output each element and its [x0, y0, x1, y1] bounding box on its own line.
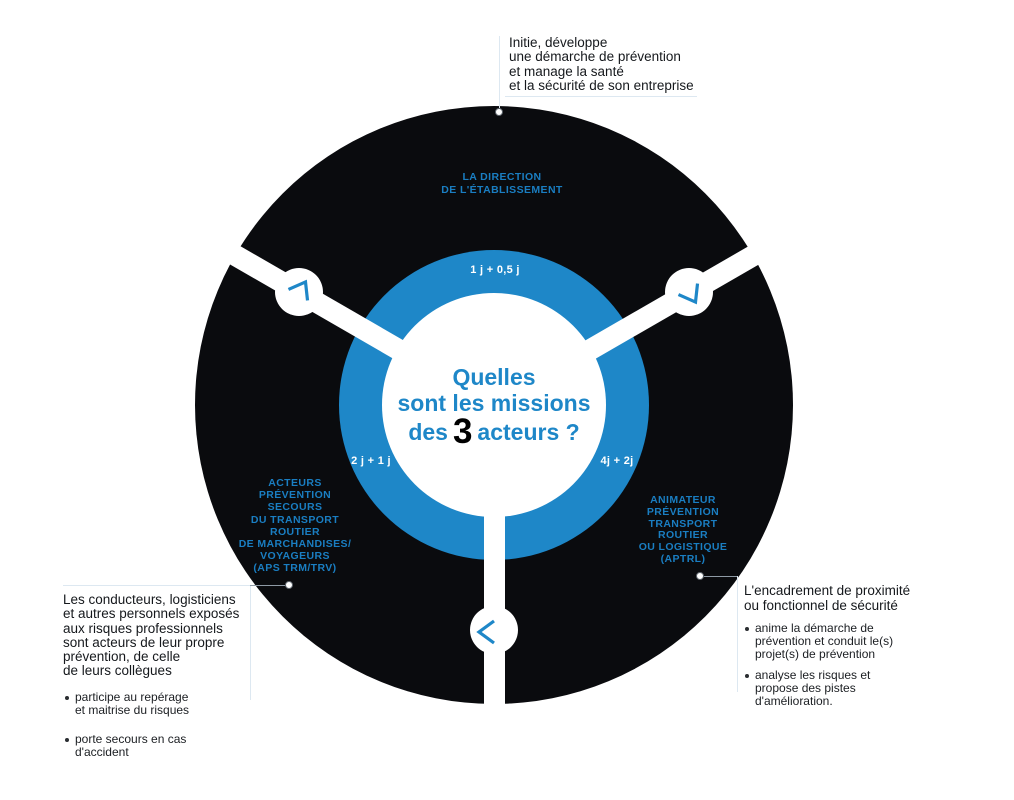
check-icon — [476, 619, 495, 645]
segment-label-direction: LA DIRECTION DE L'ÉTABLISSEMENT — [441, 171, 563, 196]
connector-line-right — [704, 576, 737, 577]
check-icon — [677, 283, 700, 305]
connector-dot-right — [696, 572, 704, 580]
list-item: anime la démarche de prévention et condu… — [744, 622, 944, 660]
ring-label-left: 2 j + 1 j — [351, 455, 391, 467]
segment-label-aps: ACTEURS PRÉVENTION SECOURS DU TRANSPORT … — [238, 477, 352, 575]
ring-label-right: 4j + 2j — [600, 455, 634, 467]
note-direction-text: Initie, développe une démarche de préven… — [509, 35, 694, 93]
list-item: analyse les risques et propose des piste… — [744, 669, 944, 707]
segment-label-aptrl: ANIMATEUR PRÉVENTION TRANSPORT ROUTIER O… — [638, 494, 728, 565]
big-number-3: 3 — [452, 412, 473, 451]
check-icon — [287, 279, 310, 301]
note-encadrement: L'encadrement de proximité ou fonctionne… — [744, 583, 944, 708]
center-question-line2: sont les missions — [397, 390, 591, 416]
marker-top-left — [275, 268, 323, 316]
connector-line-left — [250, 585, 286, 586]
bullet-dot-icon — [65, 738, 69, 743]
center-white-circle — [382, 293, 606, 517]
ring-label-top: 1 j + 0,5 j — [470, 264, 520, 276]
list-item: participe au repérage et maitrise du ris… — [64, 690, 263, 717]
border-right-left-note — [250, 586, 251, 700]
note-direction: Initie, développe une démarche de préven… — [509, 35, 749, 93]
marker-bottom — [470, 606, 518, 654]
list-item: porte secours en cas d'accident — [64, 733, 263, 759]
center-question-line1: Quelles — [452, 364, 536, 390]
border-left-right-note — [737, 576, 738, 692]
connector-line-top — [499, 36, 500, 108]
connector-dot-left — [285, 581, 293, 589]
note-aps: Les conducteurs, logisticiens et autres … — [63, 592, 263, 759]
underline-top-note — [505, 96, 697, 97]
bullet-dot-icon — [745, 674, 749, 679]
border-top-left-note — [63, 585, 250, 586]
note-aps-heading: Les conducteurs, logisticiens et autres … — [63, 592, 240, 679]
note-encadrement-heading: L'encadrement de proximité ou fonctionne… — [744, 583, 911, 613]
bullet-dot-icon — [65, 695, 69, 700]
marker-top-right — [665, 268, 713, 316]
bullet-dot-icon — [745, 627, 749, 631]
connector-dot-top — [495, 108, 503, 116]
